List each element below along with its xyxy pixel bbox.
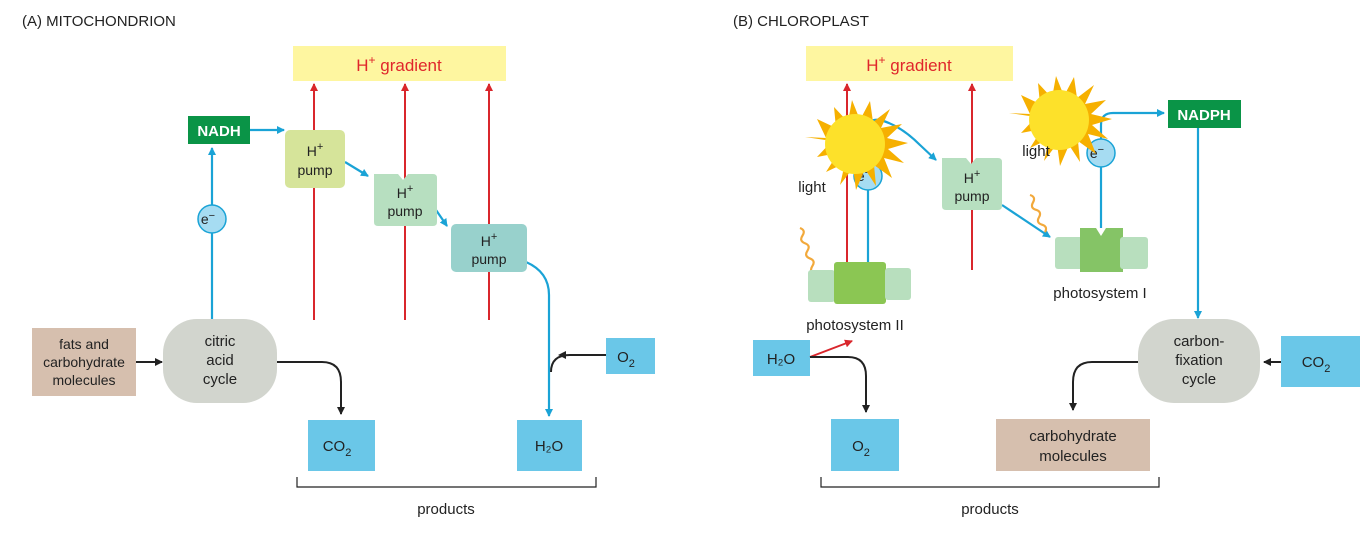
panel-b-ps1-label: photosystem I <box>1053 285 1146 302</box>
panel-b-electron-label-2: e− <box>1090 144 1104 161</box>
panel-b-ps1-to-nadph-arrow <box>1099 109 1165 228</box>
panel-a-input-line3: molecules <box>52 372 115 388</box>
panel-a-pump-3-label-line1: H+ <box>481 231 498 249</box>
panel-a-o2-arrow-head <box>558 351 566 359</box>
panel-b-o2-label: O2 <box>852 438 870 459</box>
panel-b-photosystem-ii <box>808 262 911 304</box>
panel-a-h-pump-1 <box>285 130 345 188</box>
panel-a-o2-label: O2 <box>617 349 635 370</box>
panel-b-pump-to-ps1-arrow <box>1001 204 1051 238</box>
panel-a-h-pump-2 <box>374 174 437 226</box>
panel-a-o2-box <box>606 338 655 374</box>
panel-b-pump-label-line1: H+ <box>964 168 981 186</box>
panel-a-pump-3-label-line2: pump <box>471 251 506 267</box>
panel-a-co2-box <box>308 420 375 471</box>
panel-b-light-label-2: light <box>1022 143 1050 160</box>
panel-b-nadph-box <box>1168 100 1241 128</box>
panel-a-electron-label: e− <box>201 210 215 227</box>
panel-a-pump2-to-pump3-arrow <box>435 209 448 227</box>
panel-a-cycle-line2: acid <box>206 352 234 369</box>
panel-a-gradient-label: H+ gradient <box>356 53 442 75</box>
panel-a-h2o-label: H₂O <box>535 438 563 455</box>
panel-a-gradient-box <box>293 46 506 81</box>
panel-b-nadph-label: NADPH <box>1177 107 1230 124</box>
panel-b-h2o-box <box>753 340 810 376</box>
panel-b-o2-box <box>831 419 899 471</box>
panel-a-nadh-box <box>188 116 250 144</box>
panel-b-products-bracket <box>820 477 1160 488</box>
panel-a-pump-1-label-line1: H+ <box>307 141 324 159</box>
panel-a-citric-acid-cycle <box>163 319 277 403</box>
panel-b-cycle-line3: cycle <box>1182 371 1216 388</box>
panel-a-input-box <box>32 328 136 396</box>
panel-a-pump1-to-pump2-arrow <box>344 161 369 177</box>
panel-b-title: (B) CHLOROPLAST <box>733 13 869 30</box>
panel-b-electron-circle-2 <box>1086 138 1116 168</box>
panel-b-sun-icon-1 <box>805 100 908 190</box>
panel-a-cycle-to-co2-arrow <box>277 361 345 415</box>
panel-a-h-pump-3 <box>451 224 527 272</box>
panel-b-gradient-box <box>806 46 1013 81</box>
panel-b-light-ray-2 <box>1029 193 1048 233</box>
panel-b-carbs-line1: carbohydrate <box>1029 428 1117 445</box>
panel-a-products-label: products <box>417 501 475 518</box>
panel-a-cycle-line3: cycle <box>203 371 237 388</box>
panel-b-light-ray-1 <box>799 226 816 275</box>
panel-a-h2o-box <box>517 420 582 471</box>
panel-b-h-pump <box>942 158 1002 210</box>
panel-b-h2o-label: H₂O <box>767 351 795 368</box>
panel-a-cycle-line1: citric <box>205 333 236 350</box>
panel-a-electron-circle <box>197 204 227 234</box>
panel-b-co2-label: CO2 <box>1302 354 1331 375</box>
panel-b-products-label: products <box>961 501 1019 518</box>
panel-a-input-line1: fats and <box>59 336 109 352</box>
panel-a-o2-arrow-line <box>550 354 606 373</box>
panel-b-h2o-to-o2-arrow <box>810 356 870 413</box>
panel-a-pump-1-label-line2: pump <box>297 162 332 178</box>
panel-b-sun-icon-2 <box>1009 76 1112 166</box>
panel-b-h2o-to-ps2-arrow <box>809 339 853 358</box>
panel-a-products-bracket <box>296 477 597 488</box>
panel-a-co2-label: CO2 <box>323 438 352 459</box>
panel-a-input-line2: carbohydrate <box>43 354 125 370</box>
panel-a-pump3-to-water-arrow <box>525 260 553 417</box>
panel-b-carbon-fixation-cycle <box>1138 319 1260 403</box>
panel-a-title: (A) MITOCHONDRION <box>22 13 176 30</box>
panel-a-pump-2-label-line2: pump <box>387 203 422 219</box>
panel-b-ps2-label: photosystem II <box>806 317 904 334</box>
panel-b-cycle-to-carbs-arrow <box>1069 361 1138 411</box>
panel-b-carbs-line2: molecules <box>1039 448 1107 465</box>
panel-a-nadh-label: NADH <box>197 123 240 140</box>
panel-b-pump-label-line2: pump <box>954 188 989 204</box>
panel-b-co2-box <box>1281 336 1360 387</box>
panel-b-light-label-1: light <box>798 179 826 196</box>
panel-a-pump-2-label-line1: H+ <box>397 183 414 201</box>
panel-b-carbs-box <box>996 419 1150 471</box>
panel-b-gradient-label: H+ gradient <box>866 53 952 75</box>
panel-b-cycle-line2: fixation <box>1175 352 1223 369</box>
panel-b-photosystem-i <box>1055 228 1148 272</box>
panel-b-cycle-line1: carbon- <box>1174 333 1225 350</box>
